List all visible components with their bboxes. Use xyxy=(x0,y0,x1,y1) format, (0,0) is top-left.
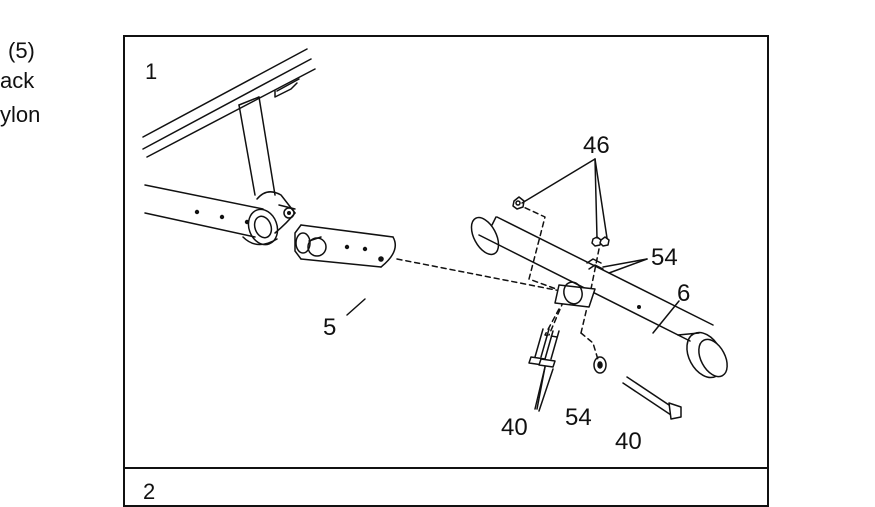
previous-step-text-line-2: ack xyxy=(0,68,35,93)
callout-46: 46 xyxy=(583,132,610,159)
step-2-number: 2 xyxy=(143,479,156,504)
callout-54-top: 54 xyxy=(651,244,678,271)
nuts-46 xyxy=(512,196,610,270)
bolts-40-left xyxy=(528,328,560,368)
callout-40-right: 40 xyxy=(615,428,642,455)
washer-54-bottom xyxy=(593,356,607,374)
step-2-panel: 2 xyxy=(123,467,769,507)
callout-6: 6 xyxy=(677,280,690,307)
step-1-number: 1 xyxy=(145,59,158,84)
base-frame-rail xyxy=(144,184,296,238)
previous-step-text-line-3: ylon xyxy=(0,102,41,127)
previous-step-text-line-1: (5) xyxy=(8,38,35,63)
callout-40-left: 40 xyxy=(501,414,528,441)
callout-54-bottom: 54 xyxy=(565,404,592,431)
leader-lines xyxy=(346,158,680,412)
pivot-bracket xyxy=(242,191,296,246)
leg-tube-5 xyxy=(294,224,396,268)
bench-seat-frame xyxy=(142,48,316,158)
assembly-diagram: 46 54 6 5 40 54 40 xyxy=(142,48,728,455)
bolt-40-right xyxy=(622,376,682,420)
step-1-panel: 1 xyxy=(123,35,769,475)
callout-5: 5 xyxy=(323,314,336,341)
alignment-dashed-lines xyxy=(396,203,600,364)
mount-bracket xyxy=(554,281,596,308)
upright-post xyxy=(238,96,276,196)
